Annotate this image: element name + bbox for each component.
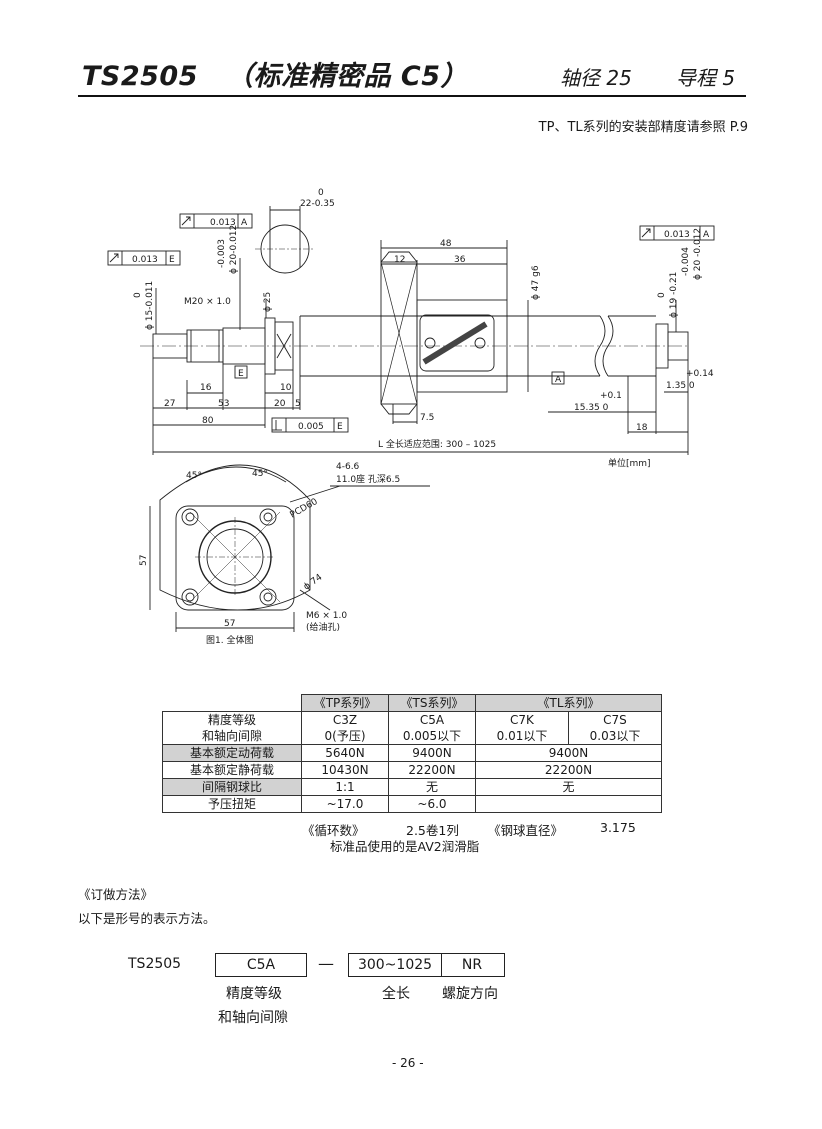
geo-tol-2: 0.013 [132,255,158,265]
keyway-tol-b: 22-0.35 [300,199,335,209]
tol-d19-a: 0 [657,292,667,298]
keyway-tol-a: 0 [318,188,324,198]
dim-12: 12 [394,255,405,265]
dim-57-horizontal: 57 [224,619,235,629]
tol-d20-a: -0.003 [217,239,227,268]
figure-caption: 图1. 全体图 [206,634,253,646]
tol-d20r-b: ϕ 20 -0.012 [693,228,703,280]
ref-e-box: E [238,369,244,379]
precision-grade-title: （标准精密品 C5） [226,61,469,92]
tol-d15-a: 0 [133,292,143,298]
length-caption: 全长 [382,986,410,1002]
geo-tol-3: 0.013 [664,230,690,240]
dim-27: 27 [164,399,175,409]
dim-15-35: 15.35 0 [574,403,609,413]
table-row: 基本额定动荷载 5640N 9400N 9400N [162,744,662,762]
geo-ref-3: A [703,230,710,240]
direction-box: NR [440,953,505,977]
header-tl: 《TL系列》 [475,694,662,712]
ordering-description: 以下是形号的表示方法。 [78,911,216,926]
direction-caption: 螺旋方向 [442,986,498,1002]
dim-5: 5 [295,399,301,409]
geo-ref-4: E [337,422,343,432]
dim-36: 36 [454,255,466,265]
tol-d15-b: ϕ 15-0.011 [145,281,155,330]
table-row: 和轴向间隙 0(予压) 0.005以下 0.01以下 0.03以下 [162,728,662,745]
header-ts: 《TS系列》 [388,694,476,712]
dim-18: 18 [636,423,648,433]
dim-16: 16 [200,383,212,393]
dim-53: 53 [218,399,229,409]
grade-caption-1: 精度等级 [226,986,282,1002]
dim-48: 48 [440,239,452,249]
grade-box: C5A [215,953,307,977]
length-range: L 全长适应范围: 300 – 1025 [378,438,496,450]
dim-1-35: 1.35 0 [666,381,695,391]
geo-ref-2: E [169,255,175,265]
hole-count: 4-6.6 [336,462,360,472]
circulation-value: 2.5卷1列 [406,823,459,838]
grade-caption-2: 和轴向间隙 [218,1010,288,1026]
dim-57-vertical: 57 [139,555,149,566]
page-title: TS2505 （标准精密品 C5） [82,54,468,93]
angle-2: 45° [252,469,268,479]
table-row: 基本额定静荷载 10430N 22200N 22200N [162,761,662,779]
angle-1: 45° [186,471,202,481]
table-row: 间隔钢球比 1:1 无 无 [162,778,662,796]
tol-d19-b: ϕ 19 -0.21 [669,272,679,318]
spec-table: 《TP系列》 《TS系列》 《TL系列》 精度等级 C3Z C5A C7K C7… [162,694,662,813]
geo-ref-1: A [241,218,248,228]
model-code: TS2505 [82,61,199,92]
ordering-dash: — [318,954,334,973]
page-number: - 26 - [392,1056,424,1070]
ball-diameter-label: 《钢球直径》 [488,823,564,838]
technical-drawing: 0.013 A 0.013 E 0.013 A 0.005 E 0 22-0.3… [107,188,715,646]
lead: 导程 5 [676,66,736,90]
ball-diameter-value: 3.175 [600,820,636,835]
thread-spec: M20 × 1.0 [184,297,231,307]
counterbore: 11.0座 孔深6.5 [336,473,400,485]
dim-d25: ϕ 25 [263,292,273,312]
tol-plus-0-14: +0.14 [686,369,714,379]
reference-note: TP、TL系列的安装部精度请参照 P.9 [538,120,748,135]
header-tp: 《TP系列》 [301,694,389,712]
dim-d47: ϕ 47 g6 [531,265,541,300]
table-header-row: 《TP系列》 《TS系列》 《TL系列》 [162,694,662,712]
table-row: 予压扭矩 ~17.0 ~6.0 [162,795,662,813]
oil-thread: M6 × 1.0 [306,611,347,621]
oil-hole: (给油孔) [306,621,340,633]
tol-d20r-a: -0.004 [681,247,691,276]
dim-20: 20 [274,399,286,409]
ordering-title: 《订做方法》 [78,887,154,902]
unit-label: 单位[mm] [608,457,651,469]
ref-a-box: A [555,375,562,385]
geo-tol-4: 0.005 [298,422,324,432]
ordering-model: TS2505 [128,956,182,972]
length-box: 300~1025 [348,953,442,977]
title-rule [78,95,746,97]
table-row: 精度等级 C3Z C5A C7K C7S [162,711,662,728]
dim-d74: ϕ 74 [302,572,325,592]
dim-7-5: 7.5 [420,413,434,423]
dim-10: 10 [280,383,292,393]
geo-tol-1: 0.013 [210,218,236,228]
dim-80: 80 [202,416,214,426]
tol-d20-b: ϕ 20-0.012 [229,225,239,274]
pcd-label: PCD60 [289,497,320,521]
shaft-diameter: 轴径 25 [560,66,632,90]
circulation-label: 《循环数》 [302,823,365,838]
tol-plus-0-1: +0.1 [600,391,622,401]
lubrication-note: 标准品使用的是AV2润滑脂 [330,839,480,854]
